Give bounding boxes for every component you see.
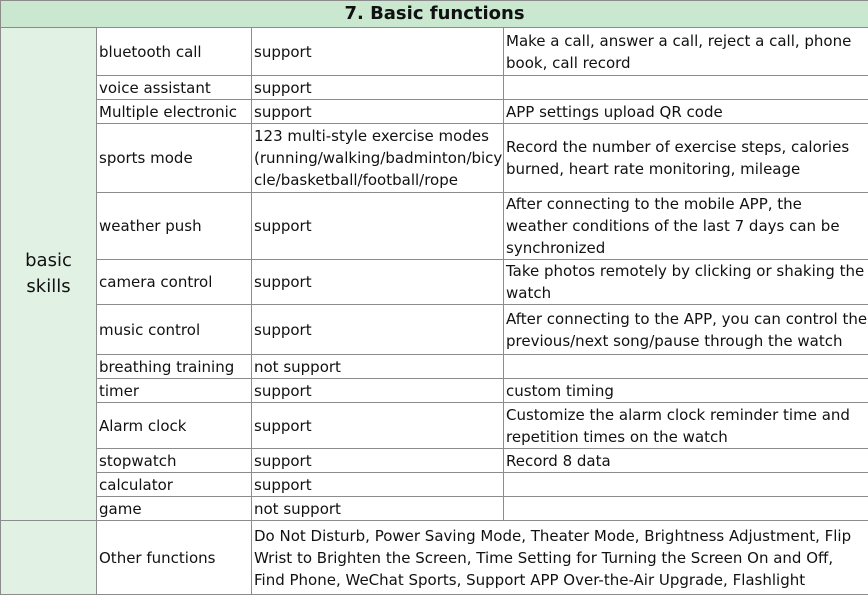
description-cell[interactable]: Record the number of exercise steps, cal… <box>504 124 868 193</box>
table-row: voice assistant support <box>1 76 868 100</box>
description-cell[interactable]: Do Not Disturb, Power Saving Mode, Theat… <box>252 521 868 595</box>
feature-cell[interactable]: music control <box>97 305 252 355</box>
feature-cell[interactable]: Alarm clock <box>97 403 252 449</box>
support-cell[interactable]: support <box>252 403 504 449</box>
support-cell[interactable]: support <box>252 260 504 305</box>
section-title: 7. Basic functions <box>1 1 868 28</box>
feature-cell[interactable]: calculator <box>97 473 252 497</box>
table-row: weather push support After connecting to… <box>1 193 868 260</box>
table-row: Alarm clock support Customize the alarm … <box>1 403 868 449</box>
feature-cell[interactable]: bluetooth call <box>97 28 252 76</box>
table-row: basic skills bluetooth call support Make… <box>1 28 868 76</box>
description-cell[interactable]: Record 8 data <box>504 449 868 473</box>
feature-cell[interactable]: stopwatch <box>97 449 252 473</box>
table-row: Other functions Do Not Disturb, Power Sa… <box>1 521 868 595</box>
feature-cell[interactable]: camera control <box>97 260 252 305</box>
description-cell[interactable]: After connecting to the APP, you can con… <box>504 305 868 355</box>
group-label-basic: basic skills <box>1 28 97 521</box>
feature-cell[interactable]: breathing training <box>97 355 252 379</box>
support-cell[interactable]: support <box>252 193 504 260</box>
support-cell[interactable]: support <box>252 305 504 355</box>
description-cell[interactable]: APP settings upload QR code <box>504 100 868 124</box>
feature-cell[interactable]: Other functions <box>97 521 252 595</box>
support-cell[interactable]: support <box>252 100 504 124</box>
support-cell[interactable]: support <box>252 449 504 473</box>
table-row: camera control support Take photos remot… <box>1 260 868 305</box>
feature-cell[interactable]: timer <box>97 379 252 403</box>
description-cell[interactable] <box>504 76 868 100</box>
table-row: calculator support <box>1 473 868 497</box>
support-cell[interactable]: not support <box>252 355 504 379</box>
title-row: 7. Basic functions <box>1 1 868 28</box>
description-cell[interactable]: Make a call, answer a call, reject a cal… <box>504 28 868 76</box>
table-row: music control support After connecting t… <box>1 305 868 355</box>
description-cell[interactable]: Take photos remotely by clicking or shak… <box>504 260 868 305</box>
table-row: sports mode 123 multi-style exercise mod… <box>1 124 868 193</box>
description-cell[interactable] <box>504 497 868 521</box>
description-cell[interactable] <box>504 355 868 379</box>
feature-cell[interactable]: game <box>97 497 252 521</box>
support-cell[interactable]: support <box>252 76 504 100</box>
support-cell[interactable]: not support <box>252 497 504 521</box>
support-cell[interactable]: 123 multi-style exercise modes (running/… <box>252 124 504 193</box>
support-cell[interactable]: support <box>252 379 504 403</box>
feature-cell[interactable]: sports mode <box>97 124 252 193</box>
table-row: Multiple electronic support APP settings… <box>1 100 868 124</box>
description-cell[interactable]: After connecting to the mobile APP, the … <box>504 193 868 260</box>
feature-cell[interactable]: weather push <box>97 193 252 260</box>
description-cell[interactable]: Customize the alarm clock reminder time … <box>504 403 868 449</box>
support-cell[interactable]: support <box>252 28 504 76</box>
description-cell[interactable]: custom timing <box>504 379 868 403</box>
support-cell[interactable]: support <box>252 473 504 497</box>
table-row: breathing training not support <box>1 355 868 379</box>
description-cell[interactable] <box>504 473 868 497</box>
table-row: timer support custom timing <box>1 379 868 403</box>
table-row: stopwatch support Record 8 data <box>1 449 868 473</box>
group-label-other <box>1 521 97 595</box>
table-row: game not support <box>1 497 868 521</box>
feature-cell[interactable]: Multiple electronic <box>97 100 252 124</box>
feature-cell[interactable]: voice assistant <box>97 76 252 100</box>
